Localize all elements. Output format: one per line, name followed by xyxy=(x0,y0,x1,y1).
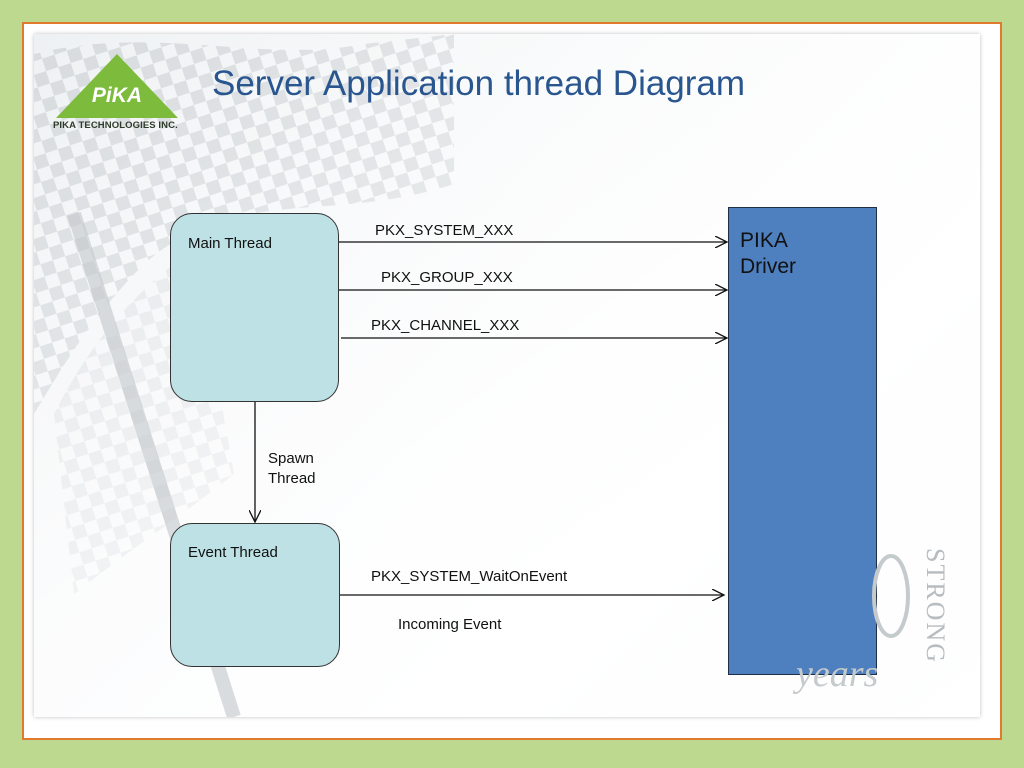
strong-watermark-text: STRONG xyxy=(921,548,950,665)
event-thread-box xyxy=(170,523,340,667)
driver-label-line1: PIKA xyxy=(740,229,788,252)
call-label-channel: PKX_CHANNEL_XXX xyxy=(371,317,520,334)
spawn-thread-label: Spawn Thread xyxy=(268,449,316,489)
pika-logo: PiKA xyxy=(56,54,178,118)
slide-title: Server Application thread Diagram xyxy=(212,64,746,103)
pika-driver-label: PIKA Driver xyxy=(740,228,860,280)
main-thread-box xyxy=(170,213,339,402)
call-label-wait-on-event: PKX_SYSTEM_WaitOnEvent xyxy=(371,568,568,585)
years-watermark-text: years xyxy=(792,653,878,695)
logo-triangle-icon xyxy=(56,54,178,118)
call-label-incoming-event: Incoming Event xyxy=(398,616,502,633)
spawn-label-line2: Thread xyxy=(268,470,316,487)
spawn-label-line1: Spawn xyxy=(268,450,314,467)
anniversary-watermark: years xyxy=(792,554,910,695)
call-label-system: PKX_SYSTEM_XXX xyxy=(375,222,514,239)
main-thread-label: Main Thread xyxy=(188,235,272,252)
event-thread-label: Event Thread xyxy=(188,544,278,561)
driver-label-line2: Driver xyxy=(740,255,796,278)
call-label-group: PKX_GROUP_XXX xyxy=(381,269,513,286)
logo-caption: PIKA TECHNOLOGIES INC. xyxy=(53,120,178,131)
pika-driver-box xyxy=(728,207,877,675)
logo-wordmark: PiKA xyxy=(92,84,142,107)
